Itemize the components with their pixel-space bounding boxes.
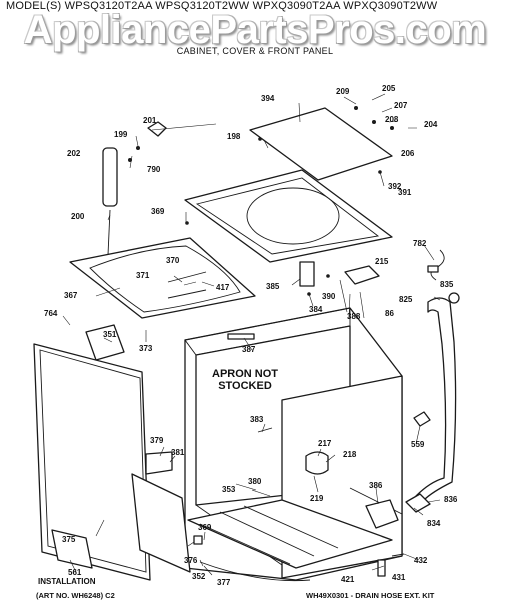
part-431-leg[interactable] [377, 559, 386, 577]
part-200-strap[interactable] [102, 147, 118, 256]
callout-206: 206 [401, 149, 415, 158]
callout-386: 386 [369, 481, 383, 490]
callout-217: 217 [318, 439, 332, 448]
part-386-bracket[interactable] [365, 499, 399, 529]
callout-391: 391 [398, 188, 412, 197]
callout-369-bottom: 369 [198, 523, 212, 532]
part-825-drain-hose[interactable] [415, 297, 457, 501]
part-782-harness[interactable] [430, 249, 445, 281]
callout-370: 370 [166, 256, 180, 265]
callout-417: 417 [216, 283, 230, 292]
part-391-top-cover[interactable] [184, 169, 393, 263]
callout-390: 390 [322, 292, 336, 301]
callout-782: 782 [413, 239, 427, 248]
part-375-front-panel[interactable] [33, 343, 151, 581]
callout-367: 367 [64, 291, 78, 300]
callout-202: 202 [67, 149, 81, 158]
callout-431: 431 [392, 573, 406, 582]
callout-559: 559 [411, 440, 425, 449]
part-379-rail[interactable] [145, 451, 173, 475]
callout-209: 209 [336, 87, 350, 96]
callout-388: 388 [347, 312, 361, 321]
part-394-lid[interactable] [249, 107, 393, 181]
callout-208: 208 [385, 115, 399, 124]
part-421-base[interactable] [187, 499, 393, 569]
callout-215: 215 [375, 257, 389, 266]
callout-369-top: 369 [151, 207, 165, 216]
part-432-pin[interactable] [391, 553, 405, 557]
callout-383: 383 [250, 415, 264, 424]
callout-561: 561 [68, 568, 82, 577]
callout-201: 201 [143, 116, 157, 125]
callout-384: 384 [309, 305, 323, 314]
callout-385: 385 [266, 282, 280, 291]
callout-432: 432 [414, 556, 428, 565]
part-561-install-kit[interactable] [51, 529, 93, 569]
section-title: CABINET, COVER & FRONT PANEL [176, 46, 334, 56]
part-834-clamp[interactable] [405, 493, 431, 513]
callout-381: 381 [171, 448, 185, 457]
callout-205: 205 [382, 84, 396, 93]
callout-371: 371 [136, 271, 150, 280]
drain-hose-kit-note: WH49X0301 - DRAIN HOSE EXT. KIT [306, 591, 435, 600]
callout-379: 379 [150, 436, 164, 445]
callout-352: 352 [192, 572, 206, 581]
installation-note: INSTALLATION [38, 577, 96, 586]
callout-421: 421 [341, 575, 355, 584]
callout-218: 218 [343, 450, 357, 459]
part-376-foot[interactable] [193, 535, 203, 545]
part-218-pump[interactable] [305, 451, 329, 475]
callout-764: 764 [44, 309, 58, 318]
part-367-frame[interactable] [69, 237, 256, 319]
part-559-clip[interactable] [413, 411, 431, 427]
callout-387: 387 [242, 345, 256, 354]
art-number: (ART NO. WH6248) C2 [36, 591, 115, 600]
part-377-rod[interactable] [199, 561, 311, 582]
callout-380: 380 [248, 477, 262, 486]
callout-394: 394 [261, 94, 275, 103]
callout-376: 376 [184, 556, 198, 565]
part-351-panel[interactable] [85, 324, 125, 361]
callout-373: 373 [139, 344, 153, 353]
part-383-screw[interactable] [257, 427, 273, 433]
callout-199: 199 [114, 130, 128, 139]
callout-204: 204 [424, 120, 438, 129]
callout-836: 836 [444, 495, 458, 504]
callout-198: 198 [227, 132, 241, 141]
watermark-logo: AppliancePartsPros.com [23, 8, 487, 52]
part-201-hinge[interactable] [147, 121, 167, 137]
callout-207: 207 [394, 101, 408, 110]
callout-86: 86 [385, 309, 394, 318]
callout-200: 200 [71, 212, 85, 221]
part-385-bracket[interactable] [299, 261, 315, 287]
part-387-strip[interactable] [227, 333, 255, 340]
callout-834: 834 [427, 519, 441, 528]
callout-375: 375 [62, 535, 76, 544]
callout-825: 825 [399, 295, 413, 304]
callout-219: 219 [310, 494, 324, 503]
callout-835: 835 [440, 280, 454, 289]
part-388-switch[interactable] [344, 265, 380, 285]
model-list: MODEL(S) WPSQ3120T2AA WPSQ3120T2WW WPXQ3… [6, 0, 438, 12]
callout-353: 353 [222, 485, 236, 494]
part-370-rod[interactable] [167, 271, 207, 283]
part-352-apron[interactable] [131, 473, 191, 573]
callout-392: 392 [388, 182, 402, 191]
callout-377: 377 [217, 578, 231, 587]
callout-351: 351 [103, 330, 117, 339]
callout-790: 790 [147, 165, 161, 174]
